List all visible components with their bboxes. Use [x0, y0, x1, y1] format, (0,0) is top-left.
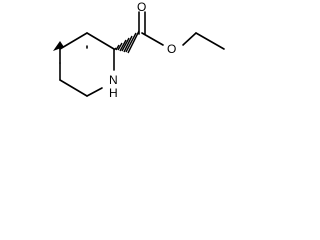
ring-bond-e	[86, 87, 103, 97]
carbonyl-oxygen-label: O	[137, 0, 146, 14]
ring-bond-a	[59, 32, 88, 50]
ring-bond-b	[86, 32, 115, 50]
ethyl-ch2-ch3-bond	[195, 32, 225, 50]
ester-c-o-bond	[141, 32, 164, 46]
ester-o-ch2-bond	[182, 32, 197, 46]
hashed-wedge-bond	[113, 30, 140, 54]
ester-oxygen-label: O	[167, 42, 176, 56]
structure-diagram: O O N H	[53, 0, 225, 100]
methyl-wedge-bond	[53, 41, 64, 51]
ring-nitrogen-label: N	[109, 73, 118, 87]
ring-nitrogen-hydrogen-label: H	[109, 86, 118, 100]
ring-bond-d	[59, 79, 88, 97]
